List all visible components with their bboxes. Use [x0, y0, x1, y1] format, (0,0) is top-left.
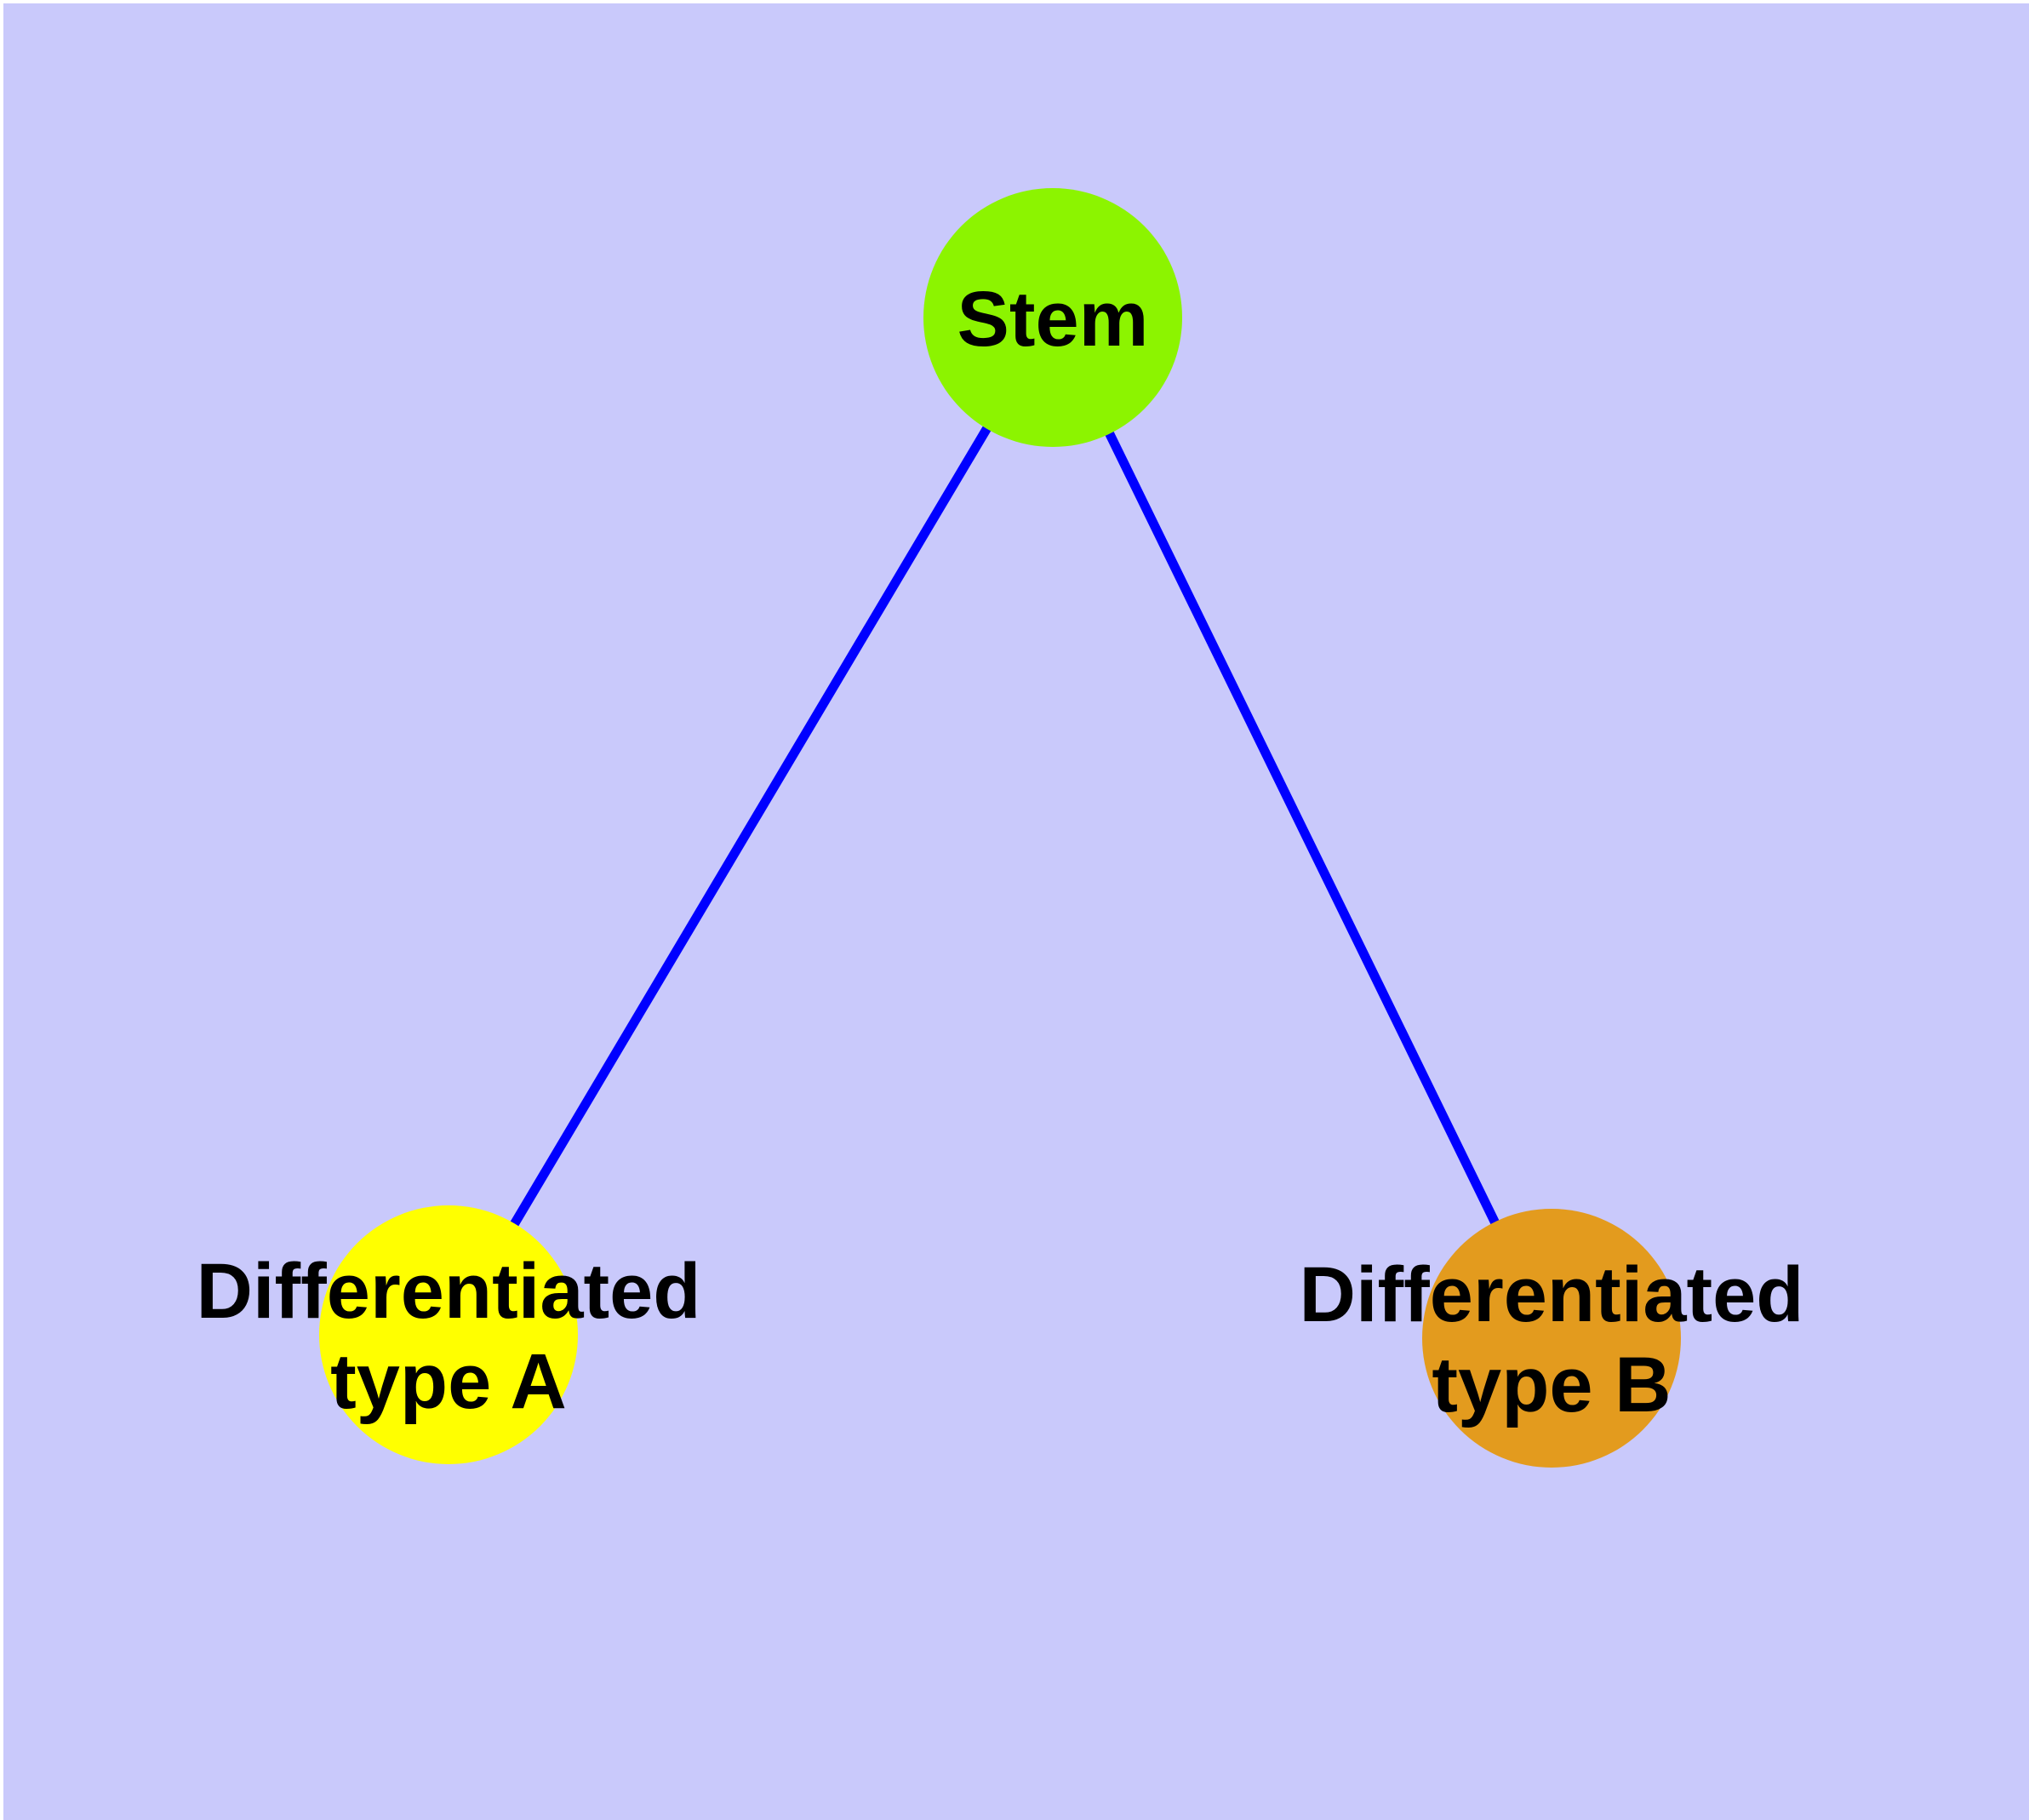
type-a-node-circle [319, 1205, 578, 1464]
stem-node-label: Stem [957, 276, 1149, 363]
edge-stem-to-type-a [444, 315, 1057, 1337]
type-b-node-label-line1: Differentiated [1300, 1251, 1804, 1338]
type-b-node-label-line2: type B [1432, 1342, 1671, 1428]
stem-node-circle [923, 188, 1182, 447]
edge-group [444, 315, 1556, 1341]
type-b-node-circle [1422, 1209, 1681, 1468]
label-group: Stem Differentiated type A Differentiate… [197, 276, 1804, 1428]
edge-stem-to-type-b [1049, 315, 1556, 1341]
type-a-node-label-line1: Differentiated [197, 1248, 701, 1335]
type-a-node-label-line2: type A [330, 1338, 567, 1425]
node-group [319, 188, 1681, 1468]
